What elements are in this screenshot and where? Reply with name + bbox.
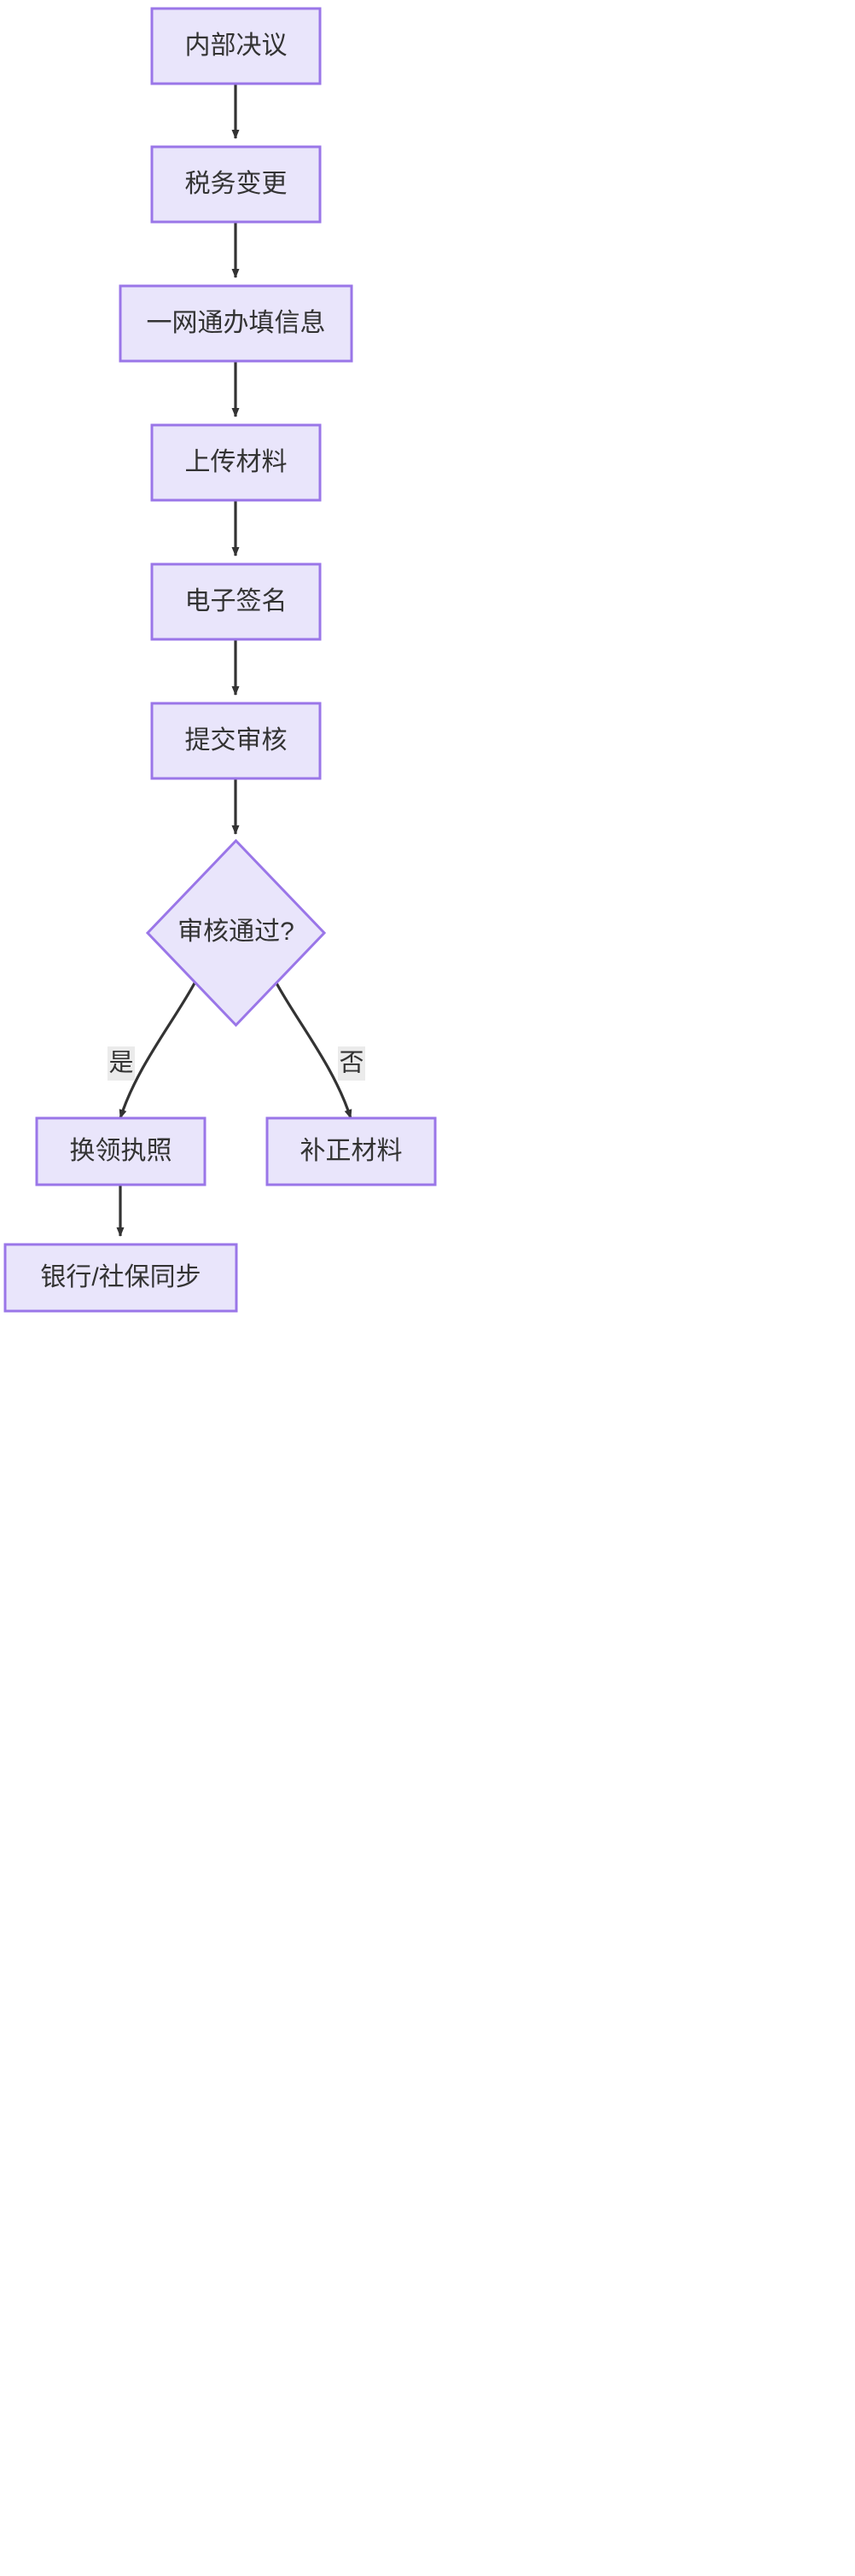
node-n6-shape[interactable] <box>150 702 322 780</box>
edge-label-group: 是 否 <box>108 1046 365 1081</box>
node-n4-shape[interactable] <box>150 423 322 502</box>
node-n5-label: 电子签名 <box>185 587 288 615</box>
node-n7-shape[interactable] <box>145 838 327 1028</box>
node-n4[interactable]: 上传材料 <box>150 423 322 502</box>
node-n1-label: 内部决议 <box>185 32 288 60</box>
node-n3[interactable]: 一网通办填信息 <box>119 284 353 363</box>
node-n6-label: 提交审核 <box>185 726 288 755</box>
edge-label-yes-text: 是 <box>108 1050 133 1077</box>
node-n10-label: 银行/社保同步 <box>40 1263 201 1291</box>
edge-label-no-text: 否 <box>339 1050 364 1077</box>
edge-label-no: 否 <box>338 1046 365 1081</box>
edge-group <box>116 84 352 1237</box>
node-n2[interactable]: 税务变更 <box>150 145 322 224</box>
node-n2-label: 税务变更 <box>185 170 288 198</box>
node-n6[interactable]: 提交审核 <box>150 702 322 780</box>
node-n9[interactable]: 补正材料 <box>265 1116 437 1186</box>
node-n2-shape[interactable] <box>150 145 322 224</box>
node-n7-label: 审核通过? <box>177 918 294 946</box>
node-n8[interactable]: 换领执照 <box>35 1116 206 1186</box>
edge-label-yes: 是 <box>108 1046 135 1081</box>
node-n7[interactable]: 审核通过? <box>145 838 327 1028</box>
node-n3-shape[interactable] <box>119 284 353 363</box>
node-n8-label: 换领执照 <box>70 1137 172 1165</box>
node-n5-shape[interactable] <box>150 562 322 641</box>
node-n1-shape[interactable] <box>150 7 322 85</box>
edge-n7-n9-no <box>274 981 352 1119</box>
node-n1[interactable]: 内部决议 <box>150 7 322 85</box>
node-n10-shape[interactable] <box>3 1243 238 1313</box>
edge-n7-n8-yes <box>119 981 197 1119</box>
node-n5[interactable]: 电子签名 <box>150 562 322 641</box>
node-n9-shape[interactable] <box>265 1116 437 1186</box>
node-n4-label: 上传材料 <box>185 448 288 476</box>
node-n3-label: 一网通办填信息 <box>147 309 326 337</box>
node-n9-label: 补正材料 <box>300 1137 403 1165</box>
node-n10[interactable]: 银行/社保同步 <box>3 1243 238 1313</box>
node-n8-shape[interactable] <box>35 1116 206 1186</box>
